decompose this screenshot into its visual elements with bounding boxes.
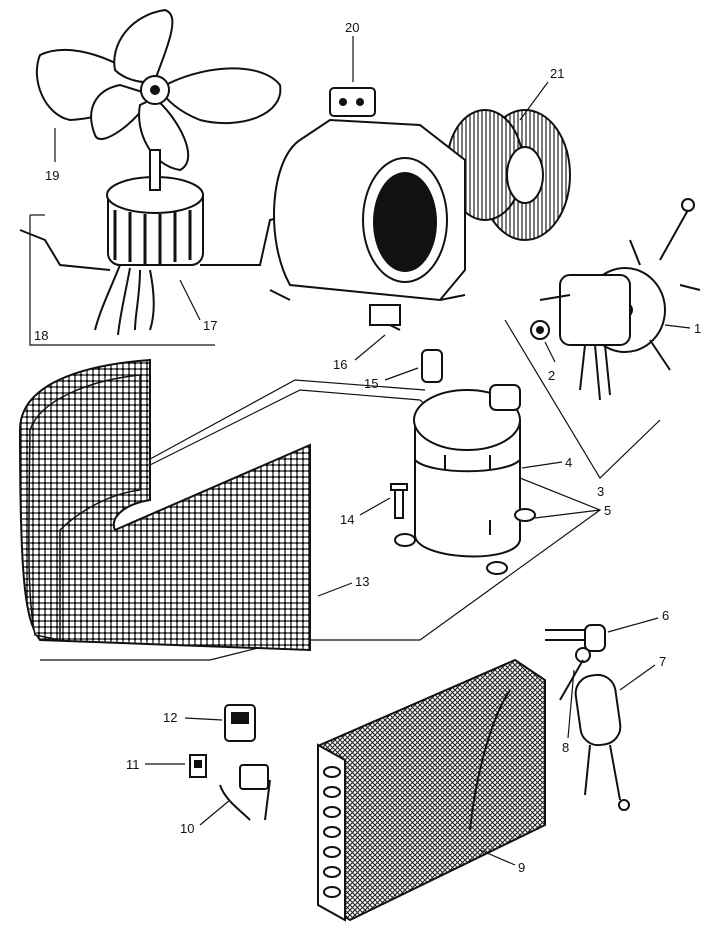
fan-blade-icon [35, 8, 282, 172]
blower-housing-icon [269, 118, 466, 331]
capacitor-small-icon [421, 349, 443, 383]
callout-label: 16 [333, 357, 347, 372]
motor-assembly-icon [504, 319, 661, 479]
callout-label: 1 [694, 321, 701, 336]
callout-18: 18 [34, 328, 48, 343]
condenser-coil-icon [18, 358, 311, 652]
callout-label: 17 [203, 318, 217, 333]
callout-17: 17 [179, 279, 217, 333]
callout-11: 11 [126, 757, 185, 772]
nut-icon [530, 320, 550, 340]
capacitor-icon [574, 673, 630, 811]
tube-icon [559, 647, 591, 701]
callout-label: 2 [548, 368, 555, 383]
callout-15: 15 [364, 367, 419, 391]
fan-motor-assembly-icon [29, 214, 215, 346]
coil-icon [317, 658, 546, 922]
wire-harness-icon [219, 764, 271, 821]
callout-3: 3 [597, 484, 604, 499]
callout-12: 12 [163, 710, 223, 725]
callout-label: 4 [565, 455, 572, 470]
callout-label: 12 [163, 710, 177, 725]
callout-4: 4 [521, 455, 572, 470]
callout-13: 13 [317, 574, 369, 597]
callout-label: 20 [345, 20, 359, 35]
motor-icon [539, 198, 701, 401]
callouts: 1 2 3 4 5 6 7 8 9 [34, 20, 701, 875]
callout-20: 20 [345, 20, 359, 82]
callout-label: 13 [355, 574, 369, 589]
clip-icon [545, 624, 606, 652]
callout-label: 18 [34, 328, 48, 343]
callout-6: 6 [607, 608, 669, 633]
callout-label: 11 [126, 757, 140, 772]
callout-label: 21 [550, 66, 564, 81]
block-icon [329, 87, 376, 117]
callout-label: 14 [340, 512, 354, 527]
callout-2: 2 [544, 341, 556, 383]
callout-10: 10 [180, 799, 231, 836]
callout-label: 5 [604, 503, 611, 518]
callout-label: 9 [518, 860, 525, 875]
callout-label: 10 [180, 821, 194, 836]
bolt-icon [390, 483, 408, 519]
callout-label: 15 [364, 376, 378, 391]
bracket-icon [189, 754, 207, 778]
callout-label: 19 [45, 168, 59, 183]
fan-motor-icon [19, 149, 291, 336]
callout-9: 9 [479, 849, 525, 875]
callout-16: 16 [333, 334, 386, 372]
callout-19: 19 [45, 128, 59, 183]
callout-14: 14 [340, 497, 391, 527]
relay-icon [224, 704, 256, 742]
callout-8: 8 [562, 669, 575, 755]
callout-label: 7 [659, 654, 666, 669]
compressor-icon [413, 384, 521, 558]
callout-5: 5 [534, 503, 611, 519]
callout-label: 3 [597, 484, 604, 499]
callout-label: 6 [662, 608, 669, 623]
grommet-icon [394, 508, 536, 575]
callout-21: 21 [519, 66, 564, 121]
callout-label: 8 [562, 740, 569, 755]
callout-7: 7 [619, 654, 666, 691]
callout-1: 1 [664, 321, 701, 336]
